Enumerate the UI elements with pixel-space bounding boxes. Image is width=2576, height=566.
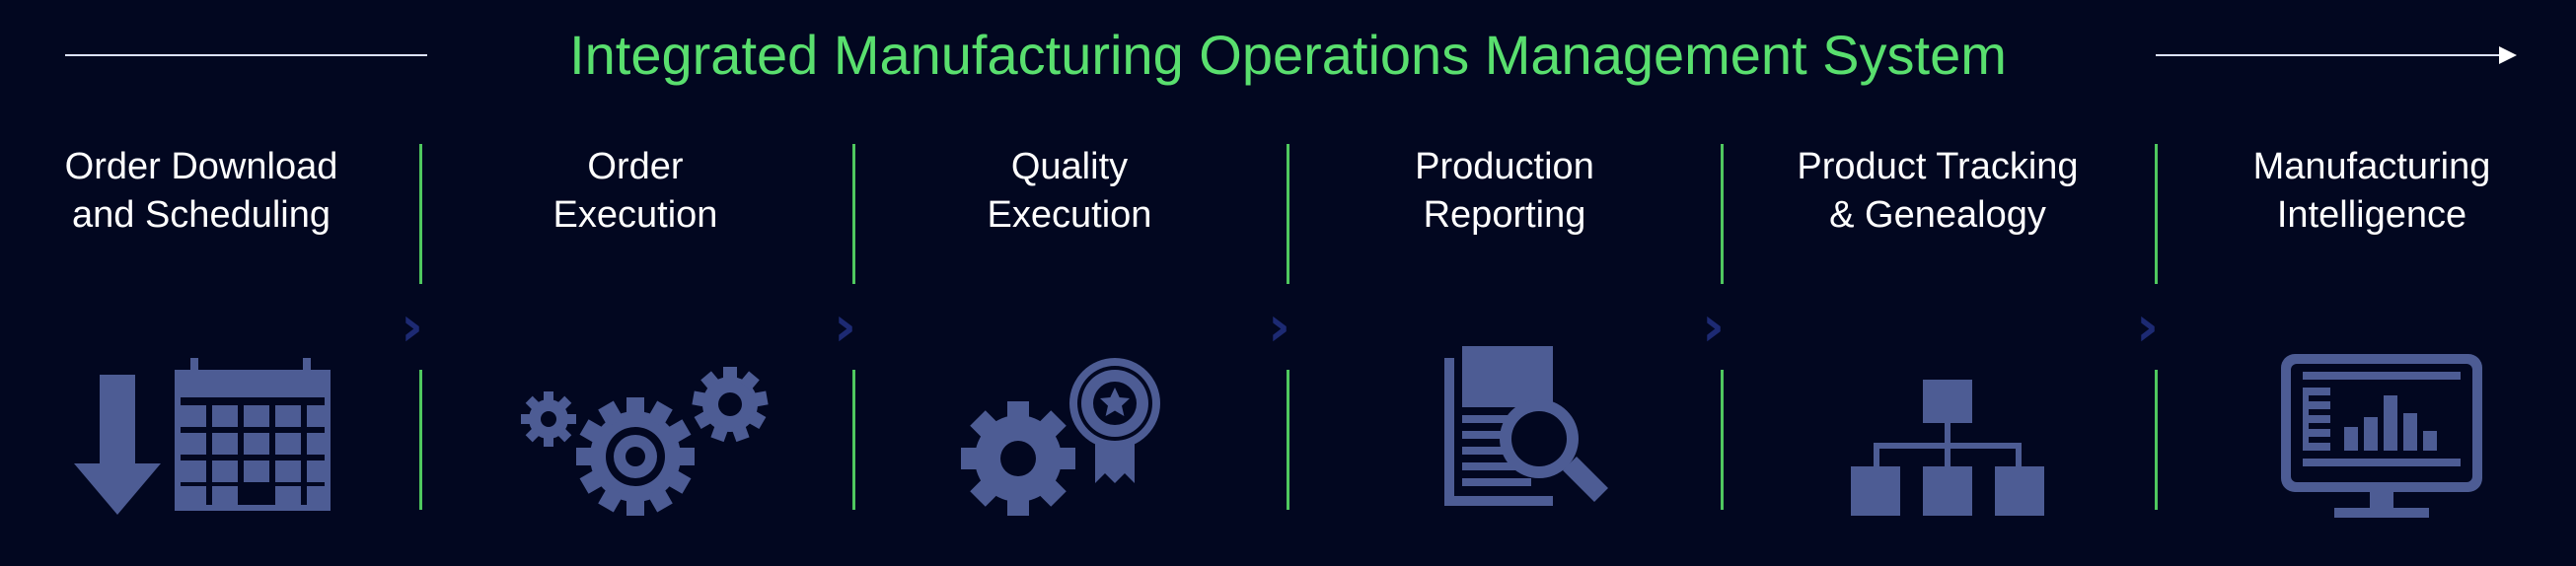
chevron-right-icon: › bbox=[1702, 295, 1726, 359]
gears-icon bbox=[478, 340, 793, 523]
title-arrow-line bbox=[2156, 54, 2501, 56]
right-arrow-icon bbox=[2499, 46, 2517, 64]
download-calendar-icon-graphic bbox=[74, 358, 331, 515]
chevron-right-icon: › bbox=[834, 295, 857, 359]
divider-line bbox=[419, 370, 422, 510]
divider-line bbox=[1721, 370, 1724, 510]
stage-label-order-execution: Order Execution bbox=[552, 146, 718, 236]
hierarchy-icon-graphic bbox=[1851, 380, 2044, 516]
divider-line bbox=[1287, 144, 1289, 284]
stage-label-product-tracking: Product Tracking & Genealogy bbox=[1797, 146, 2079, 236]
report-magnifier-icon-graphic bbox=[1444, 346, 1608, 506]
divider-line bbox=[1721, 144, 1724, 284]
monitor-chart-icon bbox=[2214, 340, 2530, 523]
divider-line bbox=[2155, 370, 2158, 510]
divider-line bbox=[1287, 370, 1289, 510]
stage-label-manufacturing-intelligence: Manufacturing Intelligence bbox=[2252, 146, 2491, 236]
page-title: Integrated Manufacturing Operations Mana… bbox=[569, 24, 2007, 86]
monitor-chart-icon-graphic bbox=[2281, 354, 2482, 518]
divider-line bbox=[419, 144, 422, 284]
gear-award-icon bbox=[912, 340, 1227, 523]
divider-line bbox=[852, 370, 855, 510]
stage-label-order-download: Order Download and Scheduling bbox=[64, 146, 338, 236]
gear-award-icon-graphic bbox=[961, 358, 1160, 516]
chevron-right-icon: › bbox=[1268, 295, 1291, 359]
stage-label-quality-execution: Quality Execution bbox=[987, 146, 1152, 236]
download-calendar-icon bbox=[44, 340, 360, 523]
title-line-left bbox=[65, 54, 427, 56]
stage-label-production-reporting: Production Reporting bbox=[1415, 146, 1594, 236]
title-row: Integrated Manufacturing Operations Mana… bbox=[0, 18, 2576, 93]
chevron-right-icon: › bbox=[2136, 295, 2160, 359]
divider-line bbox=[2155, 144, 2158, 284]
gears-icon-graphic bbox=[521, 367, 769, 516]
chevron-right-icon: › bbox=[401, 295, 424, 359]
hierarchy-icon bbox=[1780, 340, 2096, 523]
report-magnifier-icon bbox=[1346, 340, 1661, 523]
divider-line bbox=[852, 144, 855, 284]
